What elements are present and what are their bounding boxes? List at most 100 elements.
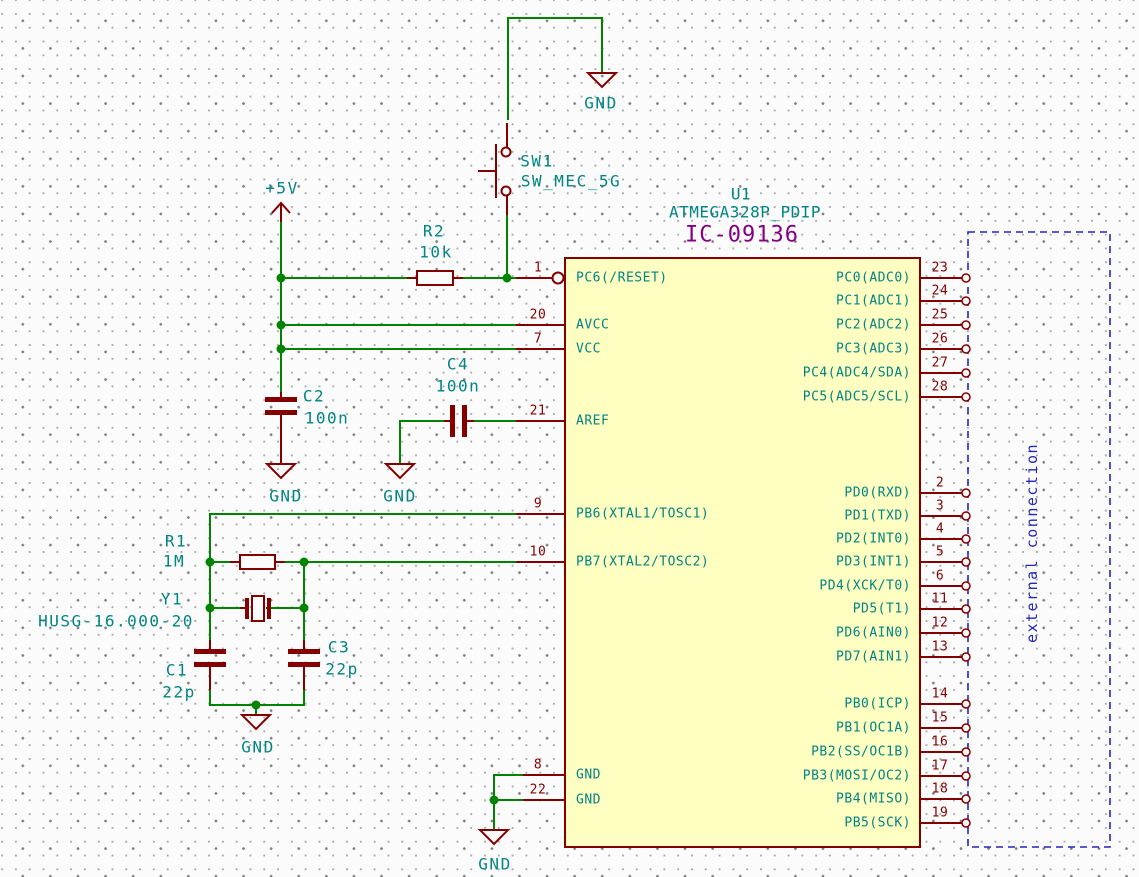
ic-value-label[interactable]: ATMEGA328P_PDIP xyxy=(669,202,821,222)
c1-ref-label[interactable]: C1 xyxy=(165,660,189,680)
pin-open-end-icon[interactable] xyxy=(961,723,971,733)
y1-value-label[interactable]: HUSG-16.000-20 xyxy=(38,611,194,631)
pin-open-end-icon[interactable] xyxy=(961,818,971,828)
ic-pin-name-pb7-xtal2-tosc2-[interactable]: PB7(XTAL2/TOSC2) xyxy=(576,554,710,570)
ic-pin-name-gnd[interactable]: GND xyxy=(576,767,601,783)
ic-pin-number-24[interactable]: 24 xyxy=(931,283,949,299)
ic-pin-name-pc0-adc0-[interactable]: PC0(ADC0) xyxy=(836,270,911,286)
pin-open-end-icon[interactable] xyxy=(961,368,971,378)
ic-pin-name-pc3-adc3-[interactable]: PC3(ADC3) xyxy=(836,341,911,357)
ic-body[interactable] xyxy=(564,257,921,848)
pin-open-end-icon[interactable] xyxy=(961,392,971,402)
ic-pin-name-pd2-int0-[interactable]: PD2(INT0) xyxy=(836,531,911,547)
gnd-symbol-icon[interactable] xyxy=(383,463,417,480)
wire-xtal1[interactable] xyxy=(209,513,516,640)
ic-pin-number-22[interactable]: 22 xyxy=(529,782,547,798)
pin-open-end-icon[interactable] xyxy=(961,581,971,591)
cap-c4-plate[interactable] xyxy=(450,405,455,437)
sw1-ref-label[interactable]: SW1 xyxy=(520,151,554,171)
ic-pin-name-pb3-mosi-oc2-[interactable]: PB3(MOSI/OC2) xyxy=(802,768,911,784)
pin-open-end-icon[interactable] xyxy=(961,699,971,709)
right-pin-stubs[interactable] xyxy=(920,273,971,828)
resistor-r2-symbol[interactable] xyxy=(416,270,454,286)
ic-pin-name-vcc[interactable]: VCC xyxy=(576,341,601,357)
pin-open-end-icon[interactable] xyxy=(961,488,971,498)
ic-pin-number-15[interactable]: 15 xyxy=(931,710,949,726)
ic-pin-number-8[interactable]: 8 xyxy=(533,757,543,773)
ic-pin-number-25[interactable]: 25 xyxy=(931,307,949,323)
ic-pin-number-12[interactable]: 12 xyxy=(931,615,949,631)
ic-pin-name-gnd[interactable]: GND xyxy=(576,792,601,808)
ic-pin-name-pd3-int1-[interactable]: PD3(INT1) xyxy=(836,554,911,570)
cap-c1-plate[interactable] xyxy=(194,662,226,667)
pin-open-end-icon[interactable] xyxy=(961,534,971,544)
ic-pin-number-21[interactable]: 21 xyxy=(529,403,547,419)
plus5v-label[interactable]: +5V xyxy=(265,178,299,198)
ic-pin-name-pc5-adc5-scl-[interactable]: PC5(ADC5/SCL) xyxy=(802,389,911,405)
ic-pin-number-2[interactable]: 2 xyxy=(935,475,945,491)
ic-pin-number-26[interactable]: 26 xyxy=(931,331,949,347)
pin1-invert-bubble-icon[interactable] xyxy=(551,271,565,285)
ic-pin-name-pd0-rxd-[interactable]: PD0(RXD) xyxy=(844,485,911,501)
switch-sw1-symbol[interactable] xyxy=(478,144,512,198)
ic-pin-number-27[interactable]: 27 xyxy=(931,355,949,371)
ic-pin-number-9[interactable]: 9 xyxy=(533,496,543,512)
left-pin-stubs[interactable] xyxy=(516,277,565,801)
ic-pin-name-pc1-adc1-[interactable]: PC1(ADC1) xyxy=(836,293,911,309)
gnd-label[interactable]: GND xyxy=(478,854,512,874)
component-leads[interactable] xyxy=(209,72,619,846)
ic-pin-name-pd5-t1-[interactable]: PD5(T1) xyxy=(852,601,911,617)
ic-pin-name-pc4-adc4-sda-[interactable]: PC4(ADC4/SDA) xyxy=(802,365,911,381)
crystal-body[interactable] xyxy=(251,595,265,622)
pin-open-end-icon[interactable] xyxy=(961,628,971,638)
c2-value-label[interactable]: 100n xyxy=(304,408,350,428)
r2-ref-label[interactable]: R2 xyxy=(422,221,446,241)
r1-value-label[interactable]: 1M xyxy=(162,551,186,571)
gnd-label[interactable]: GND xyxy=(269,486,303,506)
sw1-value-label[interactable]: SW_MEC_5G xyxy=(520,171,622,191)
pin-open-end-icon[interactable] xyxy=(961,557,971,567)
pin-open-end-icon[interactable] xyxy=(961,320,971,330)
pin-open-end-icon[interactable] xyxy=(961,511,971,521)
pin-open-end-icon[interactable] xyxy=(961,747,971,757)
ic-ref-label[interactable]: U1 xyxy=(730,184,752,204)
c4-ref-label[interactable]: C4 xyxy=(446,354,470,374)
c4-value-label[interactable]: 100n xyxy=(435,376,481,396)
gnd-label[interactable]: GND xyxy=(241,737,275,757)
cap-c2-plate[interactable] xyxy=(265,397,297,402)
ic-pin-name-pc2-adc2-[interactable]: PC2(ADC2) xyxy=(836,317,911,333)
pin-open-end-icon[interactable] xyxy=(961,771,971,781)
ic-pin-number-5[interactable]: 5 xyxy=(935,544,945,560)
capacitor-symbols[interactable] xyxy=(194,397,467,667)
ic-pin-number-28[interactable]: 28 xyxy=(931,379,949,395)
ic-pin-number-6[interactable]: 6 xyxy=(935,568,945,584)
gnd-symbol-icon[interactable] xyxy=(477,829,511,846)
gnd-symbol-icon[interactable] xyxy=(264,463,298,480)
resistor-r1-symbol[interactable] xyxy=(239,554,276,570)
wire-gnd8[interactable] xyxy=(493,774,523,830)
ic-pin-name-pb4-miso-[interactable]: PB4(MISO) xyxy=(836,791,911,807)
ic-pin-number-7[interactable]: 7 xyxy=(533,331,543,347)
c3-value-label[interactable]: 22p xyxy=(325,659,359,679)
ic-pin-name-pb6-xtal1-tosc1-[interactable]: PB6(XTAL1/TOSC1) xyxy=(576,506,710,522)
r2-value-label[interactable]: 10k xyxy=(419,242,453,262)
ic-pin-number-16[interactable]: 16 xyxy=(931,734,949,750)
r1-ref-label[interactable]: R1 xyxy=(164,531,188,551)
ic-pin-name-pb5-sck-[interactable]: PB5(SCK) xyxy=(844,815,911,831)
gnd-label[interactable]: GND xyxy=(383,486,417,506)
ic-pin-name-pd4-xck-t0-[interactable]: PD4(XCK/T0) xyxy=(819,578,911,594)
wire-sw1-gnd[interactable] xyxy=(507,17,603,120)
ic-pin-number-18[interactable]: 18 xyxy=(931,781,949,797)
ic-pin-number-14[interactable]: 14 xyxy=(931,686,949,702)
external-connection-note[interactable]: external connection xyxy=(1023,442,1041,644)
cap-c4-plate[interactable] xyxy=(462,405,467,437)
y1-ref-label[interactable]: Y1 xyxy=(160,589,184,609)
ic-pin-name-pc6-reset-[interactable]: PC6(/RESET) xyxy=(576,270,668,286)
ic-pin-number-10[interactable]: 10 xyxy=(529,544,547,560)
pin-open-end-icon[interactable] xyxy=(961,344,971,354)
gnd-symbol-icon[interactable] xyxy=(239,714,273,731)
crystal-y1-symbol[interactable] xyxy=(245,595,271,622)
cap-c3-plate[interactable] xyxy=(288,649,320,654)
pin-open-end-icon[interactable] xyxy=(961,296,971,306)
c1-value-label[interactable]: 22p xyxy=(162,682,196,702)
